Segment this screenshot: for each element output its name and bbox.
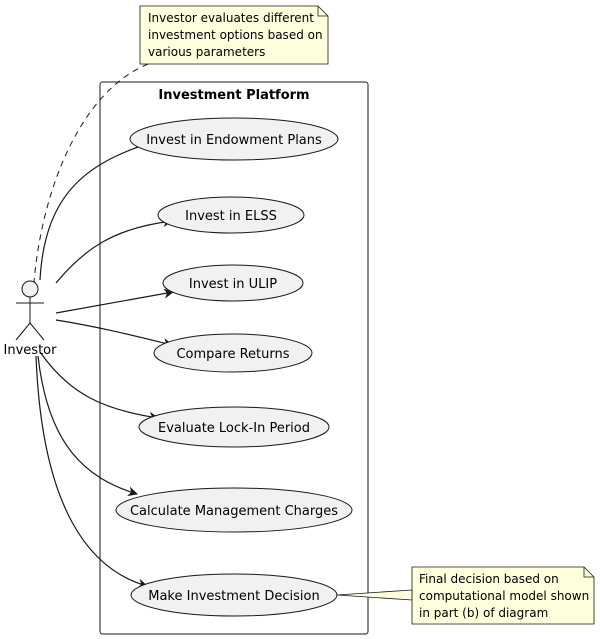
note-top: Investor evaluates different investment … <box>139 5 329 65</box>
note-bottom-line-1: Final decision based on <box>419 572 559 586</box>
use-case-endowment: Invest in Endowment Plans <box>129 117 339 161</box>
association-ulip <box>55 288 174 314</box>
use-case-label: Compare Returns <box>176 347 289 362</box>
use-case-label: Invest in ULIP <box>189 277 277 292</box>
use-case-label: Invest in Endowment Plans <box>146 133 322 148</box>
use-case-lock-in: Evaluate Lock-In Period <box>138 406 330 448</box>
use-case-elss: Invest in ELSS <box>157 196 305 234</box>
system-boundary: Investment Platform <box>99 81 369 635</box>
note-bottom-connector <box>336 589 413 601</box>
actor-investor: Investor <box>4 280 58 358</box>
association-decision <box>35 355 148 589</box>
note-top-line-3: various parameters <box>148 45 265 59</box>
association-compare <box>55 319 173 348</box>
note-top-line-1: Investor evaluates different <box>148 11 314 25</box>
association-endowment <box>39 136 164 281</box>
system-title: Investment Platform <box>158 88 309 103</box>
use-case-label: Calculate Management Charges <box>130 504 338 519</box>
use-case-investment-decision: Make Investment Decision <box>130 573 338 617</box>
note-top-line-2: investment options based on <box>148 28 323 42</box>
note-bottom-line-3: in part (b) of diagram <box>419 606 548 620</box>
use-case-ulip: Invest in ULIP <box>162 264 304 302</box>
actor-head <box>21 280 39 298</box>
association-charges <box>37 355 138 497</box>
association-elss <box>55 217 173 284</box>
association-lockin <box>39 351 159 422</box>
note-top-connector <box>33 63 149 283</box>
use-case-label: Evaluate Lock-In Period <box>158 421 310 436</box>
use-case-label: Invest in ELSS <box>185 209 277 224</box>
use-case-compare-returns: Compare Returns <box>153 333 313 373</box>
actor-label: Investor <box>4 343 58 358</box>
use-case-management-charges: Calculate Management Charges <box>115 487 353 533</box>
note-bottom: Final decision based on computational mo… <box>411 566 595 625</box>
use-case-label: Make Investment Decision <box>148 589 320 604</box>
note-bottom-line-2: computational model shown <box>419 589 589 603</box>
